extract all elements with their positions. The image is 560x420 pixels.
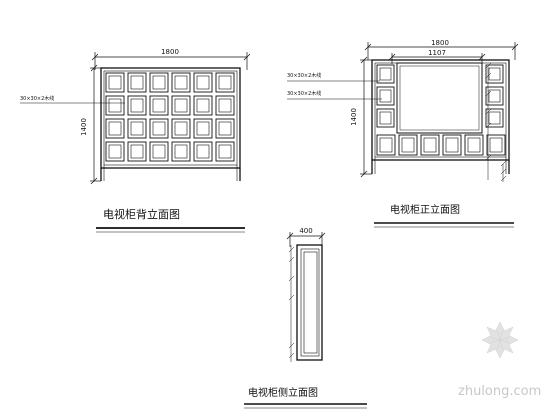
back-height-dimension (90, 64, 101, 185)
back-annotation: 30×30×2木线 (20, 95, 54, 102)
front-width-label: 1800 (431, 39, 449, 47)
front-title-underline (374, 222, 514, 228)
back-panel (171, 95, 191, 116)
back-panel (127, 95, 147, 116)
back-cabinet-frame (100, 67, 241, 181)
back-panel (215, 118, 235, 139)
front-bottom-panel (398, 134, 418, 156)
back-width-dimension (91, 52, 251, 70)
back-panel (127, 72, 147, 93)
back-panel (193, 95, 213, 116)
back-title-underline (96, 227, 245, 233)
back-panel (149, 72, 169, 93)
back-panel (127, 118, 147, 139)
back-width-label: 1800 (161, 48, 179, 56)
side-dimension-ticks (288, 245, 295, 362)
side-title-underline (244, 403, 367, 409)
front-bottom-panel (376, 134, 396, 156)
front-annotation-2: 30×30×2木线 (287, 90, 321, 97)
side-elevation: 400 电视柜侧立面图 (244, 227, 367, 409)
front-height-dimension (360, 56, 372, 178)
back-panel (193, 141, 213, 162)
front-bottom-panel (442, 134, 462, 156)
back-elevation-title: 电视柜背立面图 (103, 207, 180, 221)
front-right-panel (485, 108, 504, 128)
back-panel (215, 141, 235, 162)
side-cabinet-frame (296, 244, 323, 361)
back-panel (105, 95, 125, 116)
back-panel (171, 118, 191, 139)
back-panel (149, 118, 169, 139)
back-panel (149, 95, 169, 116)
back-panel (215, 95, 235, 116)
front-left-panel (376, 108, 395, 128)
back-panel (105, 118, 125, 139)
front-annotation-1: 30×30×2木线 (287, 72, 321, 79)
back-height-label: 1400 (80, 118, 88, 136)
front-right-panel (485, 86, 504, 106)
watermark-text: zhulong.com (458, 384, 541, 399)
front-height-label: 1400 (350, 108, 358, 126)
back-panel (193, 118, 213, 139)
watermark-logo (481, 321, 519, 359)
front-bottom-panel (486, 134, 506, 156)
back-panel (171, 141, 191, 162)
back-panel (105, 141, 125, 162)
back-panel (171, 72, 191, 93)
front-width-dimension (364, 42, 519, 64)
front-left-panel (376, 86, 395, 106)
back-panel (105, 72, 125, 93)
front-cabinet-frame (371, 59, 510, 174)
front-left-panel (376, 64, 395, 84)
front-right-dimension-ticks (485, 62, 507, 182)
side-width-label: 400 (299, 227, 312, 235)
back-panel (127, 141, 147, 162)
front-panel-grid (376, 64, 506, 156)
front-bottom-panel (464, 134, 484, 156)
back-panel (149, 141, 169, 162)
front-elevation: 1800 1107 1400 30×30×2木线 30×30×2木线 (287, 39, 519, 228)
front-right-panel (485, 64, 504, 84)
back-elevation: 1800 1400 30×30×2木线 电视柜背立面图 (20, 48, 251, 233)
front-inner-width-label: 1107 (428, 49, 446, 57)
back-panel (193, 72, 213, 93)
front-elevation-title: 电视柜正立面图 (390, 203, 460, 216)
front-bottom-panel (420, 134, 440, 156)
side-elevation-title: 电视柜侧立面图 (248, 386, 318, 399)
back-panel (215, 72, 235, 93)
back-panel-grid (105, 72, 235, 162)
